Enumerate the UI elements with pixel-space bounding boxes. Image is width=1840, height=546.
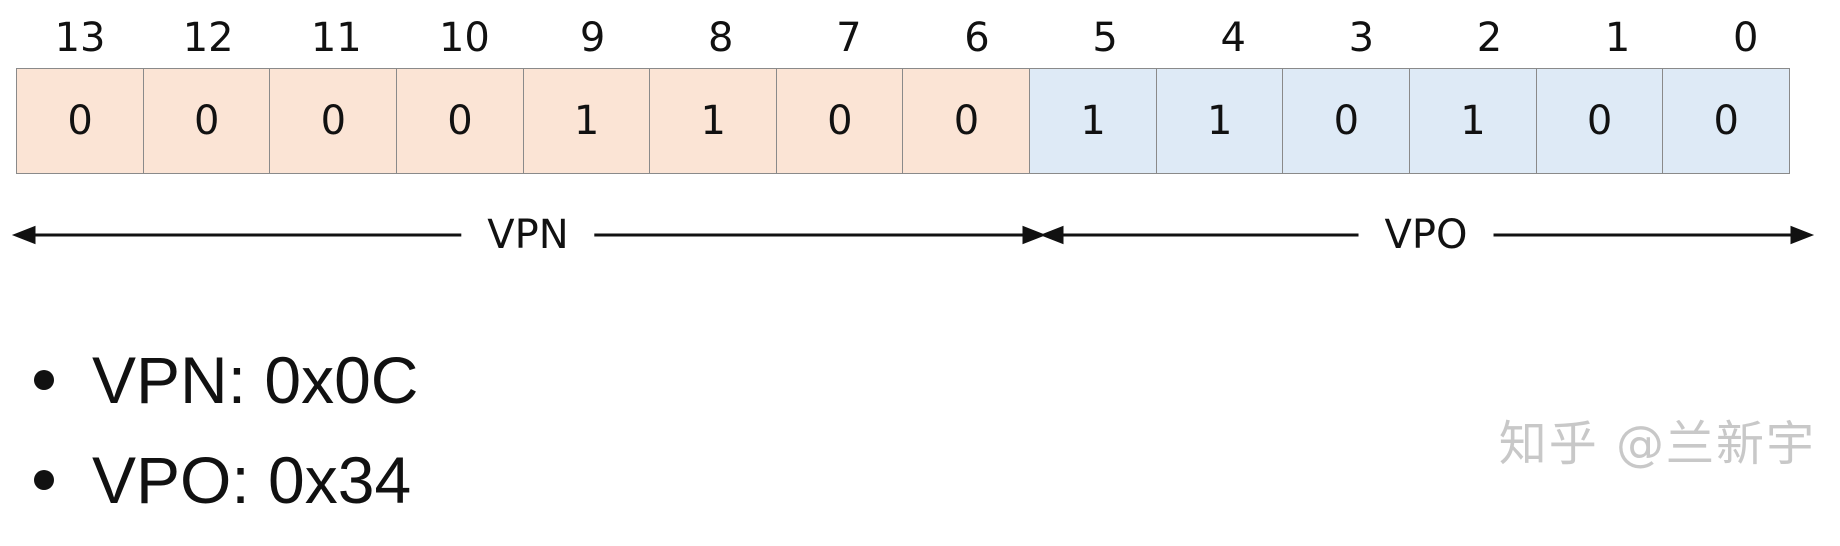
bit-cell-12: 0 bbox=[142, 68, 271, 174]
vpo-label: VPO bbox=[1358, 205, 1494, 265]
bullet-dot-icon bbox=[34, 470, 54, 490]
bit-cell-1: 0 bbox=[1535, 68, 1664, 174]
bit-value-row: 0 0 0 0 1 1 0 0 1 1 0 1 0 0 bbox=[16, 68, 1810, 174]
bit-cell-2: 1 bbox=[1408, 68, 1537, 174]
bullet-item-vpn: VPN: 0x0C bbox=[34, 330, 418, 430]
bit-index-9: 9 bbox=[579, 15, 606, 61]
bullet-text: VPN: 0x0C bbox=[92, 343, 419, 417]
bit-index-13: 13 bbox=[54, 15, 106, 61]
vpn-label: VPN bbox=[461, 205, 595, 265]
bit-cell-7: 0 bbox=[775, 68, 904, 174]
vpn-arrow-right-head bbox=[1022, 225, 1047, 245]
bit-cell-3: 0 bbox=[1282, 68, 1411, 174]
bit-cell-0: 0 bbox=[1662, 68, 1791, 174]
bit-cell-9: 1 bbox=[522, 68, 651, 174]
bit-index-8: 8 bbox=[707, 15, 734, 61]
bit-index-10: 10 bbox=[438, 15, 490, 61]
bit-index-7: 7 bbox=[836, 15, 862, 61]
bit-index-5: 5 bbox=[1092, 15, 1118, 61]
bit-cell-13: 0 bbox=[16, 68, 145, 174]
bit-index-0: 0 bbox=[1732, 15, 1759, 61]
bullet-dot-icon bbox=[34, 370, 54, 390]
bit-index-4: 4 bbox=[1220, 15, 1246, 61]
bit-index-1: 1 bbox=[1604, 15, 1631, 61]
vpn-arrow-left-head bbox=[11, 225, 36, 245]
bullet-item-vpo: VPO: 0x34 bbox=[34, 430, 418, 530]
bit-index-6: 6 bbox=[964, 15, 990, 61]
bit-cell-4: 1 bbox=[1155, 68, 1284, 174]
vpo-arrow-left-head bbox=[1039, 225, 1064, 245]
bit-cell-6: 0 bbox=[902, 68, 1031, 174]
bullet-text: VPO: 0x34 bbox=[92, 443, 412, 517]
watermark: 知乎 @兰新宇 bbox=[1498, 416, 1816, 472]
bit-index-2: 2 bbox=[1476, 15, 1503, 61]
bit-cell-8: 1 bbox=[649, 68, 778, 174]
bit-cell-5: 1 bbox=[1029, 68, 1158, 174]
bit-index-3: 3 bbox=[1348, 15, 1375, 61]
bullet-list: VPN: 0x0C VPO: 0x34 bbox=[34, 330, 418, 530]
bit-index-12: 12 bbox=[182, 15, 234, 61]
bit-index-11: 11 bbox=[310, 15, 362, 61]
bit-cell-10: 0 bbox=[395, 68, 524, 174]
bit-index-row: 13 12 11 10 9 8 7 6 5 4 3 2 1 0 bbox=[16, 8, 1810, 68]
vpo-arrow-right-head bbox=[1790, 225, 1815, 245]
segment-arrows bbox=[11, 225, 1815, 245]
bit-cell-11: 0 bbox=[269, 68, 398, 174]
